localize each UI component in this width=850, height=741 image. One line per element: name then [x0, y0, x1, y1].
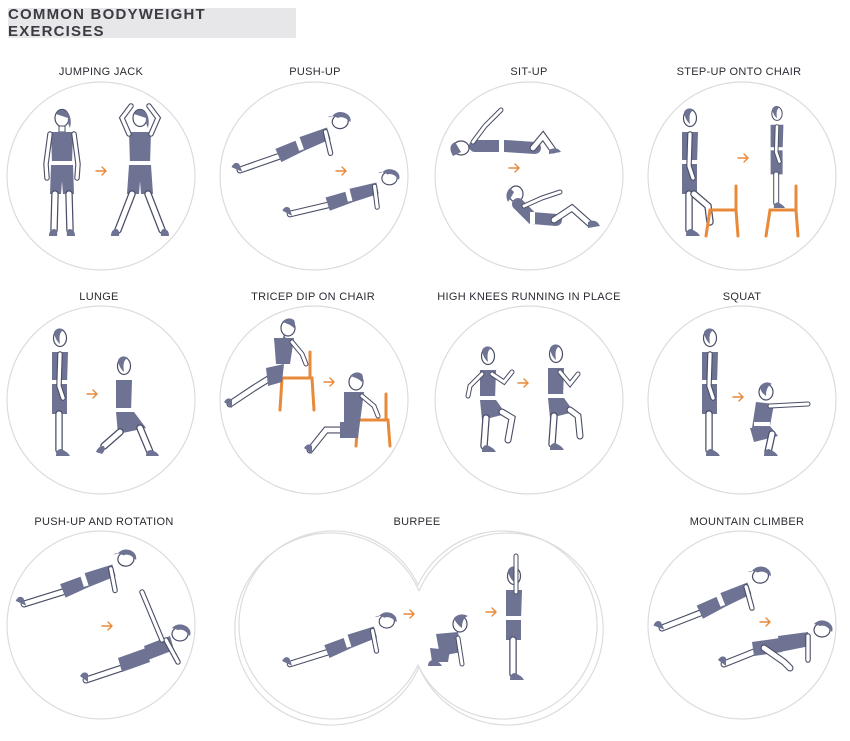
label-squat: SQUAT	[722, 291, 762, 303]
page-title: COMMON BODYWEIGHT EXERCISES	[8, 6, 206, 40]
label-tricep-dip: TRICEP DIP ON CHAIR	[251, 291, 375, 303]
label-high-knees: HIGH KNEES RUNNING IN PLACE	[437, 291, 621, 303]
label-mountain-climber: MOUNTAIN CLIMBER	[689, 516, 805, 528]
label-lunge: LUNGE	[79, 291, 119, 303]
label-step-up: STEP-UP ONTO CHAIR	[676, 66, 802, 78]
label-push-up: PUSH-UP	[289, 66, 341, 78]
label-push-up-rotation: PUSH-UP AND ROTATION	[34, 516, 174, 528]
label-burpee: BURPEE	[393, 516, 441, 528]
title-banner: COMMON BODYWEIGHT EXERCISES	[8, 6, 296, 40]
label-sit-up: SIT-UP	[510, 66, 548, 78]
label-jumping-jack: JUMPING JACK	[58, 66, 144, 78]
